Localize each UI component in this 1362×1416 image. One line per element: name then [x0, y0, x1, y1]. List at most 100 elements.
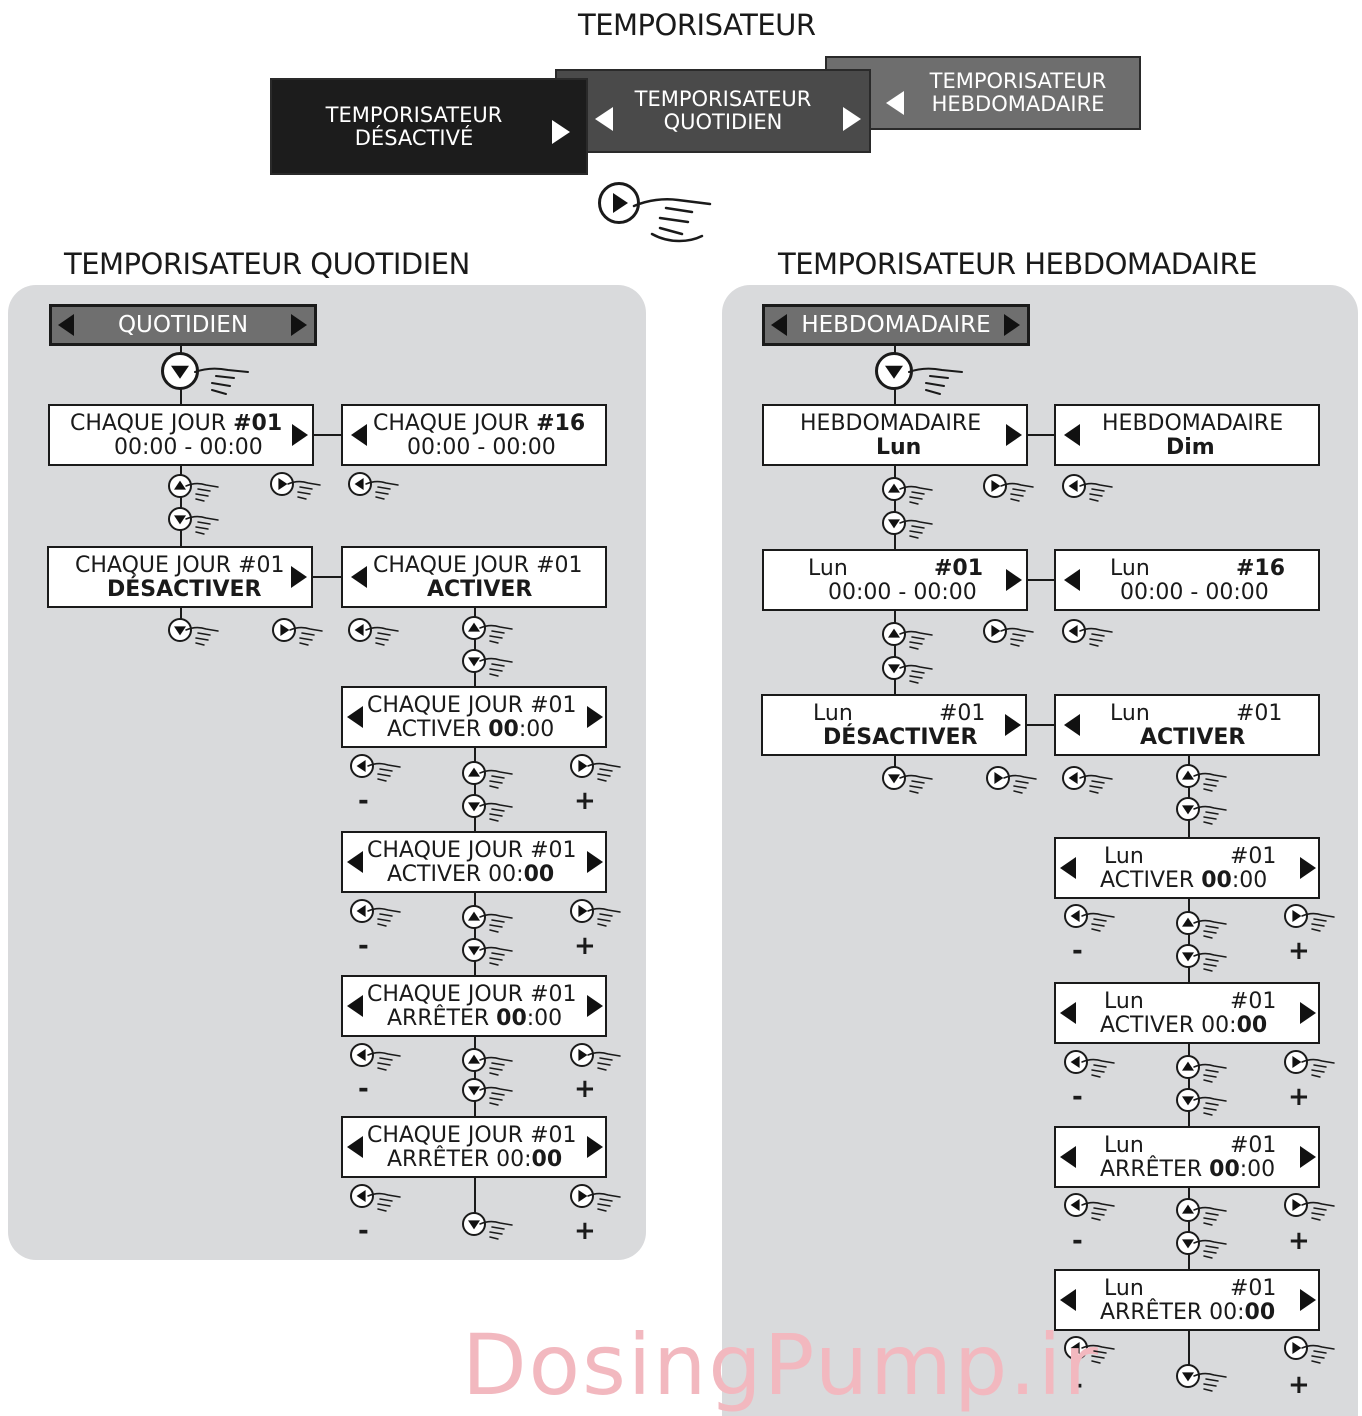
weekly-r3-right-box: Lun #01 ACTIVER: [1054, 694, 1320, 756]
hand-press-icon: [1079, 482, 1113, 502]
right-button-icon[interactable]: [1284, 1050, 1308, 1074]
daily-connector: [474, 1178, 476, 1226]
left-arrow-icon: [1060, 1002, 1076, 1024]
down-button-icon[interactable]: [168, 507, 192, 531]
hand-press-icon: [1000, 482, 1034, 502]
weekly-header-left-arrow-icon: [771, 314, 787, 336]
main-title: TEMPORISATEUR: [578, 8, 816, 42]
down-button-icon[interactable]: [462, 649, 486, 673]
weekly-section-title: TEMPORISATEUR HEBDOMADAIRE: [778, 247, 1257, 281]
hand-press-icon: [479, 946, 513, 966]
hand-press-icon: [1081, 1344, 1115, 1364]
hand-press-icon: [899, 664, 933, 684]
daily-section-title: TEMPORISATEUR QUOTIDIEN: [64, 247, 470, 281]
weekly-r1-left-box: HEBDOMADAIRE Lun: [762, 404, 1028, 466]
right-arrow-icon: [1006, 569, 1022, 591]
right-button-icon[interactable]: [570, 899, 594, 923]
hand-press-icon: [289, 626, 323, 646]
hand-press-icon: [367, 907, 401, 927]
down-button-icon[interactable]: [462, 938, 486, 962]
hand-press-icon: [1000, 627, 1034, 647]
right-arrow-icon: [1006, 424, 1022, 446]
hand-press-icon: [899, 630, 933, 650]
hand-press-icon: [1003, 774, 1037, 794]
down-button-icon[interactable]: [1176, 944, 1200, 968]
hand-press-icon: [1301, 1058, 1335, 1078]
down-button-icon[interactable]: [1176, 1088, 1200, 1112]
up-button-icon[interactable]: [462, 1048, 486, 1072]
hand-press-icon: [1081, 912, 1115, 932]
tab-weekly-left-arrow-icon: [886, 91, 904, 115]
hand-press-icon: [185, 515, 219, 535]
hand-press-icon: [899, 774, 933, 794]
weekly-connector: [894, 466, 896, 550]
hand-press-icon: [1193, 919, 1227, 939]
daily-connector: [180, 466, 182, 546]
weekly-s4-box: Lun #01 ARRÊTER 00:00: [1054, 1269, 1320, 1331]
hand-press-icon: [185, 626, 219, 646]
right-arrow-icon: [1300, 1289, 1316, 1311]
hand-press-icon: [365, 480, 399, 500]
right-arrow-icon: [1300, 857, 1316, 879]
hand-press-icon: [1301, 1201, 1335, 1221]
weekly-r3-left-box: Lun #01 DÉSACTIVER: [761, 694, 1027, 756]
weekly-r1-right-box: HEBDOMADAIRE Dim: [1054, 404, 1320, 466]
hand-press-icon: [185, 482, 219, 502]
minus-label: -: [358, 1216, 369, 1246]
plus-label: +: [1288, 1370, 1310, 1400]
weekly-header-right-arrow-icon: [1004, 314, 1020, 336]
daily-connector: [311, 576, 343, 578]
hand-press-icon: [1193, 805, 1227, 825]
hand-press-icon: [908, 367, 963, 395]
weekly-s3-box: Lun #01 ARRÊTER 00:00: [1054, 1126, 1320, 1188]
minus-label: -: [1072, 1370, 1083, 1400]
right-button-icon[interactable]: [983, 619, 1007, 643]
plus-label: +: [574, 931, 596, 961]
minus-label: -: [1072, 1082, 1083, 1112]
minus-label: -: [358, 786, 369, 816]
plus-label: +: [574, 1074, 596, 1104]
left-button-icon[interactable]: [1064, 1193, 1088, 1217]
left-arrow-icon: [347, 706, 363, 728]
minus-label: -: [358, 931, 369, 961]
hand-press-icon: [479, 624, 513, 644]
left-button-icon[interactable]: [1062, 474, 1086, 498]
right-button-icon[interactable]: [570, 1043, 594, 1067]
daily-header-left-arrow-icon: [58, 314, 74, 336]
hand-press-icon: [1193, 1096, 1227, 1116]
hand-press-icon: [899, 485, 933, 505]
right-button-icon[interactable]: [983, 474, 1007, 498]
hand-press-icon: [479, 769, 513, 789]
left-button-icon[interactable]: [348, 472, 372, 496]
up-button-icon[interactable]: [462, 761, 486, 785]
right-arrow-icon: [587, 706, 603, 728]
daily-connector: [313, 434, 343, 436]
weekly-s1-box: Lun #01 ACTIVER 00:00: [1054, 837, 1320, 899]
daily-s3-box: CHAQUE JOUR #01 ARRÊTER 00:00: [341, 975, 607, 1037]
left-arrow-icon: [1064, 424, 1080, 446]
right-arrow-icon: [587, 995, 603, 1017]
left-arrow-icon: [1060, 1146, 1076, 1168]
hand-press-icon: [1081, 1058, 1115, 1078]
left-arrow-icon: [1060, 1289, 1076, 1311]
weekly-connector: [1188, 1188, 1190, 1270]
plus-label: +: [1288, 936, 1310, 966]
hand-press-icon: [1193, 772, 1227, 792]
right-button-icon[interactable]: [570, 1184, 594, 1208]
weekly-connector: [1026, 434, 1056, 436]
left-arrow-icon: [1064, 569, 1080, 591]
down-button-icon[interactable]: [875, 352, 913, 390]
up-button-icon[interactable]: [882, 477, 906, 501]
weekly-connector: [1188, 1331, 1190, 1381]
daily-header: QUOTIDIEN: [49, 304, 317, 346]
left-arrow-icon: [1060, 857, 1076, 879]
weekly-connector: [1188, 1044, 1190, 1126]
daily-connector: [474, 893, 476, 977]
hand-press-icon: [899, 519, 933, 539]
hand-press-icon: [365, 626, 399, 646]
daily-header-right-arrow-icon: [291, 314, 307, 336]
up-button-icon[interactable]: [462, 616, 486, 640]
right-button-icon[interactable]: [270, 472, 294, 496]
